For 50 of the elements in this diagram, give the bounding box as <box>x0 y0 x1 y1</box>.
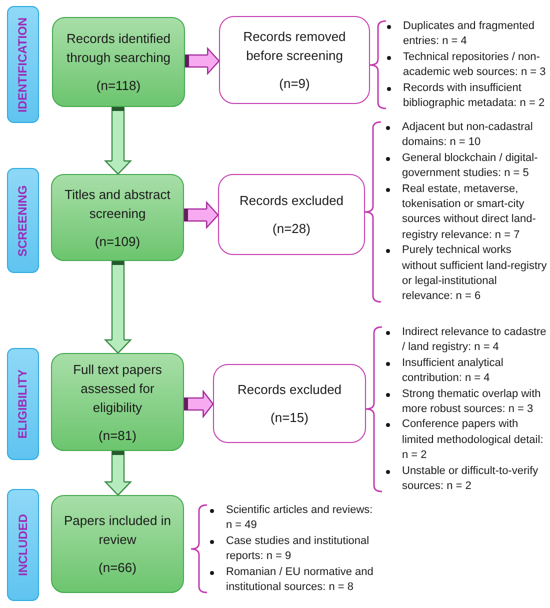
bullet-item: Strong thematic overlap with more robust sources: n = 3 <box>402 386 542 418</box>
process-box <box>51 495 184 593</box>
bullet-item: Adjacent but non-cadastral domains: n = 10 <box>402 120 534 150</box>
box-title: Full text papers assessed for eligibility <box>72 360 163 416</box>
box-title: Titles and abstract screening <box>64 186 172 222</box>
bullet-item: Scientific articles and reviews: n = 49 <box>226 503 374 534</box>
count-label: (n=81) <box>98 426 136 444</box>
bullet-item: Records with insufficient bibliographic metadata: n = 2 <box>403 80 546 112</box>
block-arrow <box>184 46 220 76</box>
count-label: (n=66) <box>98 559 136 577</box>
bullet-item: Romanian / EU normative and institutional sources: n = 8 <box>226 564 374 596</box>
phase-bar <box>7 6 39 123</box>
count-label: (n=109) <box>94 232 140 250</box>
exclusion-box <box>213 364 366 443</box>
box-title: Records excluded <box>239 192 344 210</box>
bullet-item: Case studies and institutional reports: n = 9 <box>226 534 370 564</box>
box-title: Records removed before screening <box>242 28 347 65</box>
exclusion-box <box>218 174 365 255</box>
process-box <box>51 353 184 451</box>
count-label: (n=28) <box>272 220 310 238</box>
phase-label: ELIGIBILITY <box>16 369 30 439</box>
bullet-item: Technical repositories / non-academic web sources: n = 3 <box>403 50 547 80</box>
phase-bar <box>7 168 39 273</box>
process-box <box>52 17 185 107</box>
count-label: (n=118) <box>96 77 141 95</box>
process-box <box>51 174 184 261</box>
bullet-item: Real estate, metaverse, tokenisation or smart-city sources without direct land-registry relevance: n = 7 <box>402 182 537 243</box>
bullet-item: Insufficient analytical contribution: n = 4 <box>402 356 504 386</box>
box-title: Records excluded <box>237 381 342 399</box>
block-arrow <box>104 450 132 496</box>
bullet-item: Unstable or difficult-to-verify sources: n = 2 <box>402 464 540 494</box>
count-label: (n=15) <box>270 409 308 427</box>
phase-label: SCREENING <box>16 184 30 256</box>
bullet-item: Indirect relevance to cadastre / land registry: n = 4 <box>402 325 548 356</box>
block-arrow <box>183 200 219 230</box>
bullet-item: Duplicates and fragmented entries: n = 4 <box>403 19 536 50</box>
block-arrow <box>104 260 132 354</box>
phase-label: INCLUDED <box>16 514 30 576</box>
phase-label: IDENTIFICATION <box>16 16 30 112</box>
count-label: (n=9) <box>279 75 310 93</box>
box-title: Papers included in review <box>63 512 172 549</box>
exclusion-box <box>219 16 370 104</box>
bullet-item: Conference papers with limited methodological detail: n = 2 <box>402 417 544 464</box>
block-arrow <box>104 106 132 175</box>
phase-bar <box>7 489 39 601</box>
phase-bar <box>7 348 39 460</box>
box-title: Records identified through searching <box>65 30 172 67</box>
block-arrow <box>183 390 214 418</box>
bullet-item: Purely technical works without sufficient land-registry or legal-institutional relevance: n = 6 <box>402 243 548 304</box>
bullet-item: General blockchain / digital-government studies: n = 5 <box>402 150 539 182</box>
